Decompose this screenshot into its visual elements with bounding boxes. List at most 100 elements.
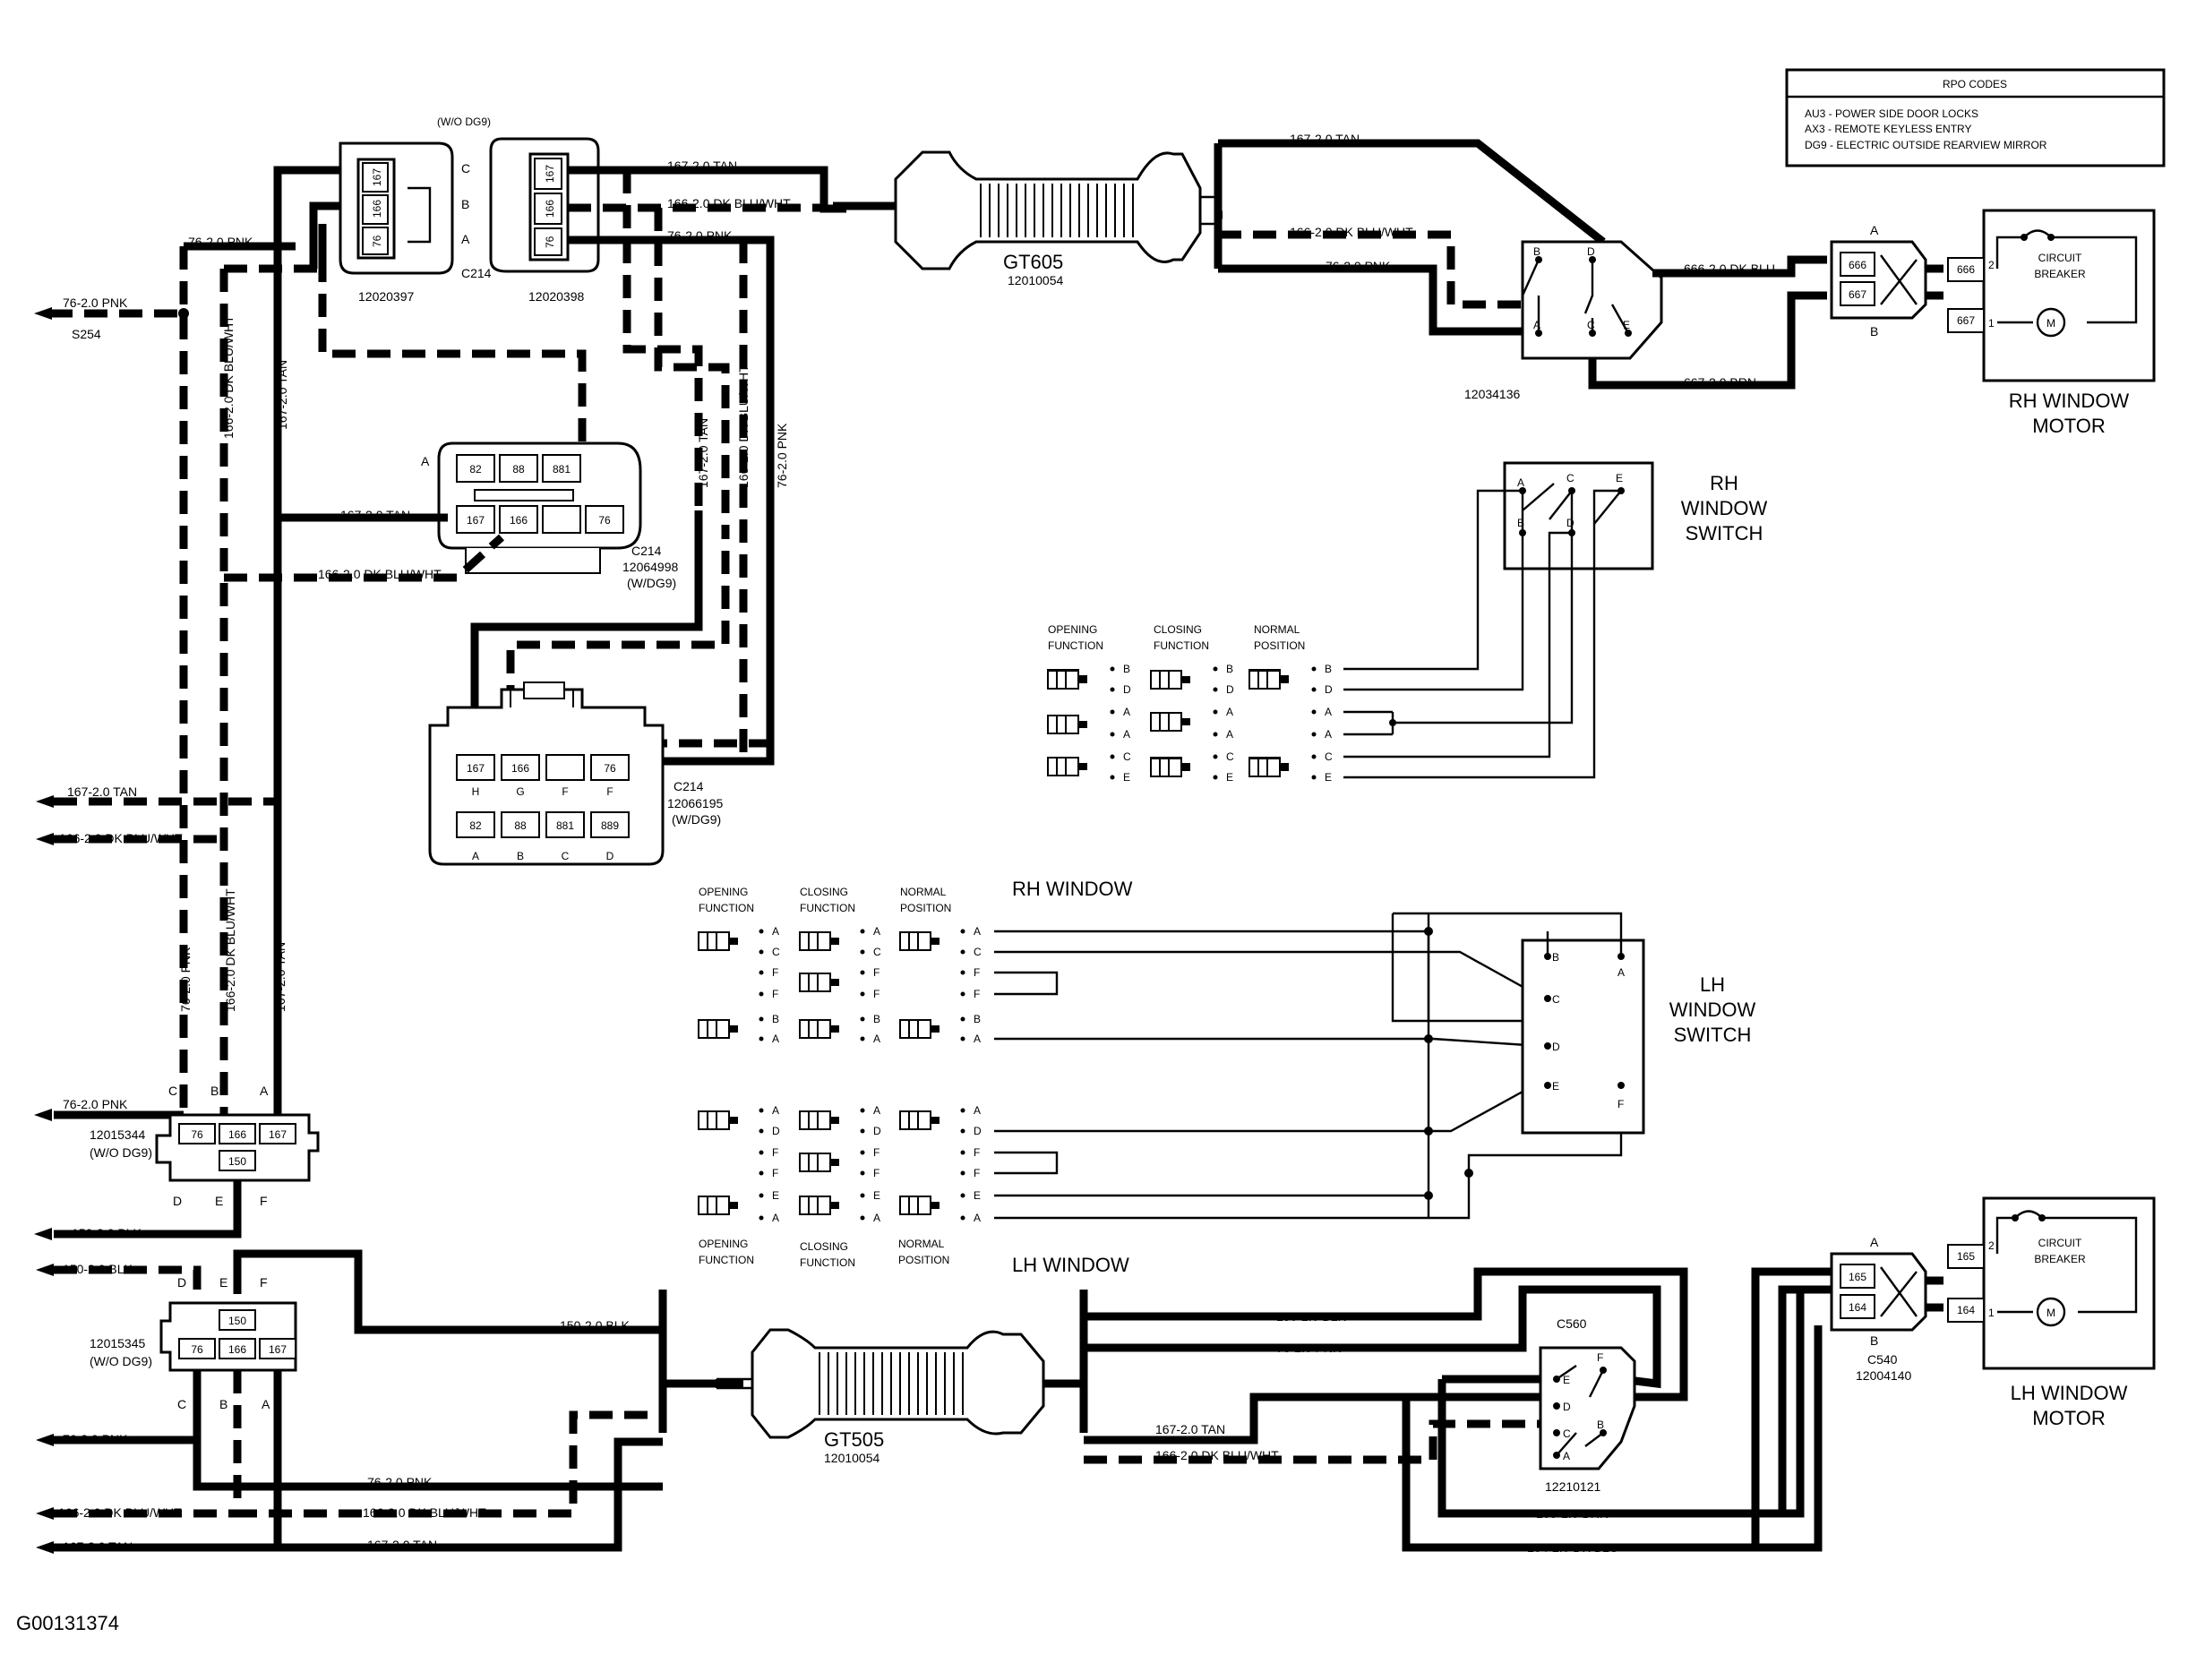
rh-window-motor[interactable]: 666 667 2 1 M CIRCUIT BREAKER RH WINDOW … (1947, 209, 2156, 437)
rh-motor-title: MOTOR (2032, 415, 2105, 437)
connector-part: 12066195 (667, 796, 724, 810)
pin-letter: F (974, 1167, 980, 1179)
pin-letter: A (262, 1397, 270, 1411)
pin-letter: C (974, 946, 982, 958)
pin-letter: D (974, 1125, 982, 1137)
pin-letter: A (873, 925, 880, 938)
wire-label: 667-2.0 BRN (1684, 375, 1756, 390)
pin-letter: E (1552, 1080, 1559, 1093)
switch-contact-icon (899, 1019, 931, 1039)
pin-letter: F (606, 785, 613, 798)
rh-switch-title: WINDOW (1681, 497, 1768, 519)
table-heading: OPENING (699, 886, 748, 898)
switch-contact-icon (1047, 715, 1079, 734)
pin-letter: D (1563, 1401, 1571, 1413)
pin-label: 76 (598, 514, 611, 527)
wire-label: 166-2.0 DK BLU/WHT (1290, 225, 1413, 239)
pin-label: 166 (371, 200, 383, 218)
connector-part: 12064998 (622, 560, 679, 574)
pin-letter: A (974, 1104, 981, 1117)
contact-dot (960, 970, 965, 975)
contact-dot (1213, 732, 1218, 737)
contact-dot (1110, 687, 1115, 692)
pin-letter: C (1566, 472, 1575, 484)
wire-label: 166-2.0 DK BLU/WHT (318, 567, 442, 581)
contact-dot (860, 1128, 865, 1134)
grommet-name: GT605 (1003, 251, 1063, 273)
pin-label: 881 (556, 819, 574, 832)
pin-letter: A (461, 232, 470, 246)
section-title: RH WINDOW (1012, 878, 1133, 900)
rh-window-switch[interactable]: A C E B D RH WINDOW SWITCH (1503, 461, 1768, 570)
contact-dot (759, 949, 764, 955)
lh-switch-title: WINDOW (1669, 999, 1756, 1021)
contact-dot (1213, 775, 1218, 780)
pin-label: 167 (467, 514, 485, 527)
connector-name: C214 (674, 779, 704, 793)
pin-label: 167 (544, 165, 556, 183)
connector-option: (W/DG9) (672, 812, 721, 827)
table-heading: FUNCTION (1048, 639, 1103, 652)
pin-letter: E (1616, 472, 1623, 484)
breaker-label: CIRCUIT (2038, 252, 2082, 264)
pin-letter: B (1552, 951, 1559, 964)
wire-label: 164-2.0 DK BLU (1527, 1540, 1618, 1555)
motor-icon: M (2046, 1307, 2055, 1319)
pin-letter: D (1226, 683, 1234, 696)
pin-letter: B (1870, 1333, 1878, 1348)
wire-label: 166-2.0 DK BLU/WHT (363, 1505, 486, 1520)
wire-label: 165-2.0 BRN (1536, 1506, 1609, 1521)
switch-contact-icon (799, 1196, 831, 1215)
pin-label: 2 (1988, 259, 1995, 271)
lh-window-switch[interactable]: B A C D E F LH WINDOW SWITCH (1521, 912, 1756, 1135)
wire-label: 166-2.0 DK BLU/WHT (667, 196, 791, 210)
breaker-label: CIRCUIT (2038, 1237, 2082, 1249)
contact-dot (1110, 709, 1115, 715)
connector-option: (W/O DG9) (90, 1145, 152, 1160)
contact-dot (960, 929, 965, 934)
pin-label: 165 (1849, 1271, 1866, 1283)
connector-rh-motor: A B 666 667 (1830, 223, 1943, 339)
wire-label: 167-2.0 TAN (367, 1538, 437, 1552)
pin-label: 167 (467, 762, 485, 775)
table-heading: CLOSING (1154, 623, 1202, 636)
pin-letter: C (1587, 319, 1595, 331)
contact-dot (860, 1193, 865, 1198)
contact-dot (860, 1215, 865, 1221)
pin-label: 76 (191, 1343, 203, 1356)
connector-part: 12020397 (358, 289, 415, 304)
contact-dot (1213, 666, 1218, 672)
contact-dot (960, 1215, 965, 1221)
pin-letter: A (1517, 476, 1524, 489)
lh-window-motor[interactable]: 165 164 2 1 M CIRCUIT BREAKER LH WINDOW … (1947, 1196, 2156, 1429)
pin-letter: C (1325, 750, 1333, 763)
pin-letter: B (517, 850, 524, 862)
pin-letter: D (873, 1125, 881, 1137)
pin-label: 76 (544, 236, 556, 248)
contact-dot (1311, 732, 1317, 737)
table-heading: CLOSING (800, 886, 848, 898)
table-heading: CLOSING (800, 1240, 848, 1253)
motor-icon: M (2046, 317, 2055, 330)
pin-letter: D (606, 850, 614, 862)
pin-label: 167 (269, 1128, 287, 1141)
left-trunk (49, 166, 587, 1119)
switch-contact-icon (799, 973, 831, 992)
wire-label: 167-2.0 TAN (1155, 1422, 1225, 1436)
contact-dot (960, 1150, 965, 1155)
contact-dot (1311, 709, 1317, 715)
rh-motor-title: RH WINDOW (2009, 390, 2130, 412)
wire-label: 76-2.0 PNK (188, 235, 253, 249)
pin-letter: B (219, 1397, 227, 1411)
contact-dot (960, 1193, 965, 1198)
table-heading: FUNCTION (699, 902, 754, 914)
rpo-code-line: AU3 - POWER SIDE DOOR LOCKS (1805, 107, 1978, 120)
switch-contact-icon (1150, 670, 1182, 690)
wire-label: 76-2.0 PNK (1326, 259, 1391, 273)
pin-letter: C (461, 161, 470, 176)
table-heading: FUNCTION (1154, 639, 1209, 652)
wire-label: 76-2.0 PNK (63, 1097, 128, 1111)
wire-label: 76-2.0 PNK (367, 1475, 433, 1489)
pin-letter: A (974, 1212, 981, 1224)
contact-dot (1110, 666, 1115, 672)
